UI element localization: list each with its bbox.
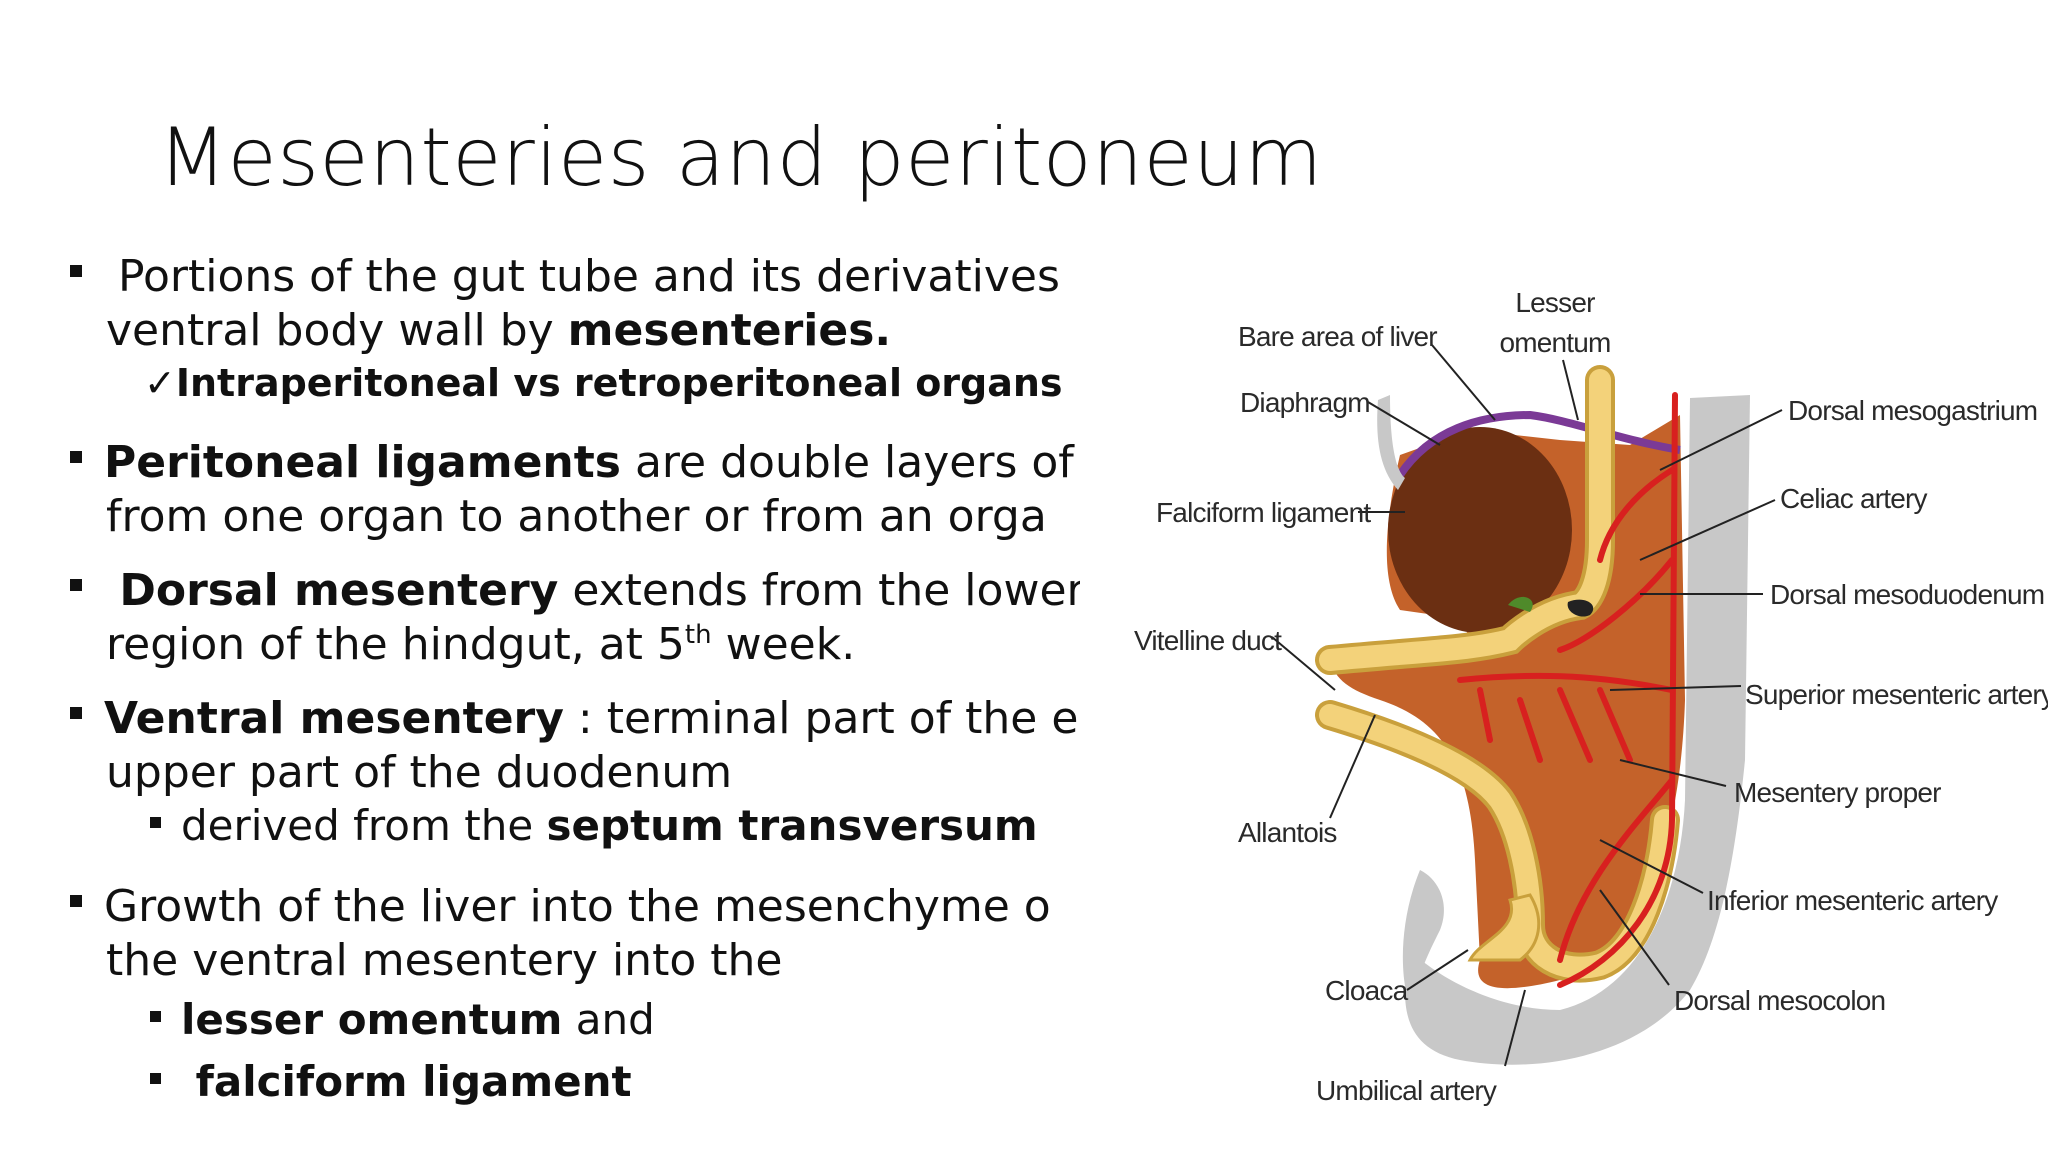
square-bullet-icon [70, 265, 82, 277]
bullet-peritoneal-ligaments: Peritoneal ligaments are double layers o… [70, 436, 1080, 544]
bullet-bold-text: Ventral mesentery [104, 693, 564, 744]
bullet-text: extends from the lower [558, 565, 1080, 616]
bullet-text: upper part of the duodenum [106, 747, 733, 798]
label-mesentery-proper: Mesentery proper [1734, 777, 1941, 808]
square-bullet-icon [70, 579, 82, 591]
check-text: Intraperitoneal vs retroperitoneal organ… [175, 361, 1063, 405]
bullet-text: : terminal part of the es [563, 693, 1080, 744]
posterior-body-wall [1405, 395, 1750, 1065]
label-allantois: Allantois [1238, 817, 1337, 848]
bullet-bold-text: mesenteries. [567, 305, 892, 356]
label-umbilical-artery: Umbilical artery [1316, 1075, 1497, 1106]
bullet-dorsal-mesentery: Dorsal mesentery extends from the lower … [70, 564, 1080, 672]
sub-bullet: falciform ligament [70, 1056, 1080, 1108]
sub-bullet-bold-text: lesser omentum [181, 995, 563, 1044]
sub-bullet-bold-text: falciform ligament [181, 1057, 632, 1106]
sub-bullet: lesser omentum and [70, 994, 1080, 1046]
check-item: ✓Intraperitoneal vs retroperitoneal orga… [70, 358, 1080, 408]
bullet-list: Portions of the gut tube and its derivat… [70, 250, 1080, 1130]
label-lesser-omentum: Lesser [1515, 287, 1595, 318]
square-bullet-icon [70, 707, 82, 719]
bullet-text: ventral body wall by [106, 305, 568, 356]
label-falciform-ligament: Falciform ligament [1156, 497, 1371, 528]
label-dorsal-mesocolon: Dorsal mesocolon [1674, 985, 1885, 1016]
bullet-text: Portions of the gut tube and its derivat… [104, 251, 1060, 302]
label-diaphragm: Diaphragm [1240, 387, 1370, 418]
sub-bullet-text: and [562, 995, 655, 1044]
bullet-text: from one organ to another or from an org… [106, 491, 1047, 542]
label-vitelline-duct: Vitelline duct [1134, 625, 1282, 656]
leader-lines [1271, 344, 1783, 1067]
sub-bullet: derived from the septum transversum [70, 800, 1080, 852]
bullet-text: the ventral mesentery into the [106, 935, 783, 986]
bullet-text: are double layers of p [620, 437, 1080, 488]
label-dorsal-mesoduodenum: Dorsal mesoduodenum [1770, 579, 2044, 610]
superscript: th [684, 620, 712, 650]
bullet-text: week. [711, 619, 856, 670]
mesentery-diagram: Lesser omentum Bare area of liver Diaphr… [1134, 287, 2048, 1106]
bullet-liver-growth: Growth of the liver into the mesenchyme … [70, 880, 1080, 1108]
label-cloaca: Cloaca [1325, 975, 1409, 1006]
label-celiac-artery: Celiac artery [1780, 483, 1928, 514]
bullet-ventral-mesentery: Ventral mesentery : terminal part of the… [70, 692, 1080, 852]
anterior-wall [1377, 395, 1405, 490]
liver [1388, 427, 1572, 633]
label-superior-mesenteric-artery: Superior mesenteric artery [1745, 679, 2048, 710]
bullet-bold-text: Peritoneal ligaments [104, 437, 621, 488]
square-bullet-icon [150, 1073, 161, 1084]
checkmark-icon: ✓ [144, 361, 176, 405]
square-bullet-icon [70, 895, 82, 907]
slide-title: Mesenteries and peritoneum [158, 111, 1323, 204]
pancreas-bud [1567, 599, 1594, 617]
caudal-body-wall [1402, 870, 1444, 1020]
square-bullet-icon [150, 817, 161, 828]
square-bullet-icon [70, 451, 82, 463]
label-lesser-omentum-2: omentum [1499, 327, 1610, 358]
square-bullet-icon [150, 1011, 161, 1022]
bullet-gut-tube: Portions of the gut tube and its derivat… [70, 250, 1080, 408]
bullet-text: region of the hindgut, at 5 [106, 619, 685, 670]
sub-bullet-bold-text: septum transversum [546, 801, 1038, 850]
cloaca-gut [1467, 893, 1541, 962]
bullet-text: Growth of the liver into the mesenchyme … [104, 881, 1051, 932]
bullet-bold-text: Dorsal mesentery [104, 565, 559, 616]
arteries [1457, 392, 1678, 988]
label-dorsal-mesogastrium: Dorsal mesogastrium [1788, 395, 2037, 426]
sub-bullet-text: derived from the [181, 801, 547, 850]
gallbladder [1508, 596, 1533, 612]
label-bare-area-of-liver: Bare area of liver [1238, 321, 1437, 352]
label-inferior-mesenteric-artery: Inferior mesenteric artery [1707, 885, 1998, 916]
